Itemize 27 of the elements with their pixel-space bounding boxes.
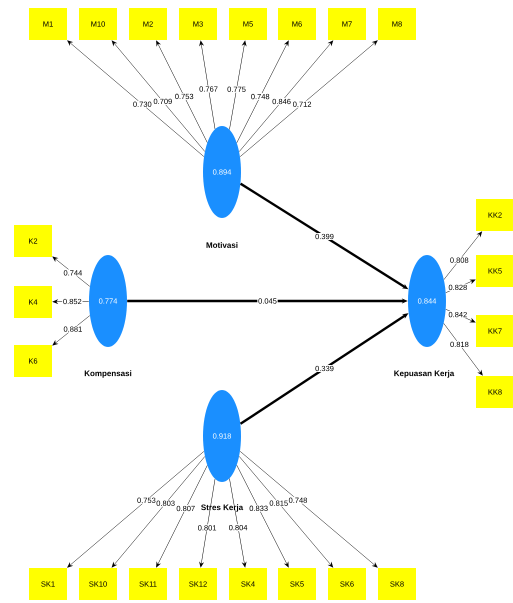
arrow — [52, 300, 90, 304]
arrow — [238, 456, 334, 568]
arrow — [238, 40, 334, 152]
arrow — [446, 309, 476, 323]
arrow — [229, 478, 246, 568]
arrow — [229, 40, 246, 130]
arrow — [156, 465, 208, 568]
arrow — [444, 231, 482, 280]
arrow — [240, 451, 378, 568]
arrow — [112, 40, 206, 152]
arrow — [240, 40, 378, 157]
construct-name: Motivasi — [206, 242, 238, 248]
arrow — [199, 478, 216, 568]
construct-name: Stres Kerja — [201, 504, 244, 512]
arrow — [446, 279, 476, 293]
arrow — [67, 451, 204, 568]
arrow — [156, 40, 208, 143]
arrow — [199, 40, 216, 130]
arrow — [67, 40, 204, 157]
arrow — [112, 456, 206, 568]
construct-name: Kompensasi — [84, 370, 132, 378]
arrow — [236, 40, 289, 143]
arrow — [52, 256, 90, 287]
arrow — [52, 315, 90, 346]
arrow — [444, 323, 483, 376]
construct-name: Kepuasan Kerja — [394, 370, 454, 378]
arrow — [236, 465, 289, 568]
